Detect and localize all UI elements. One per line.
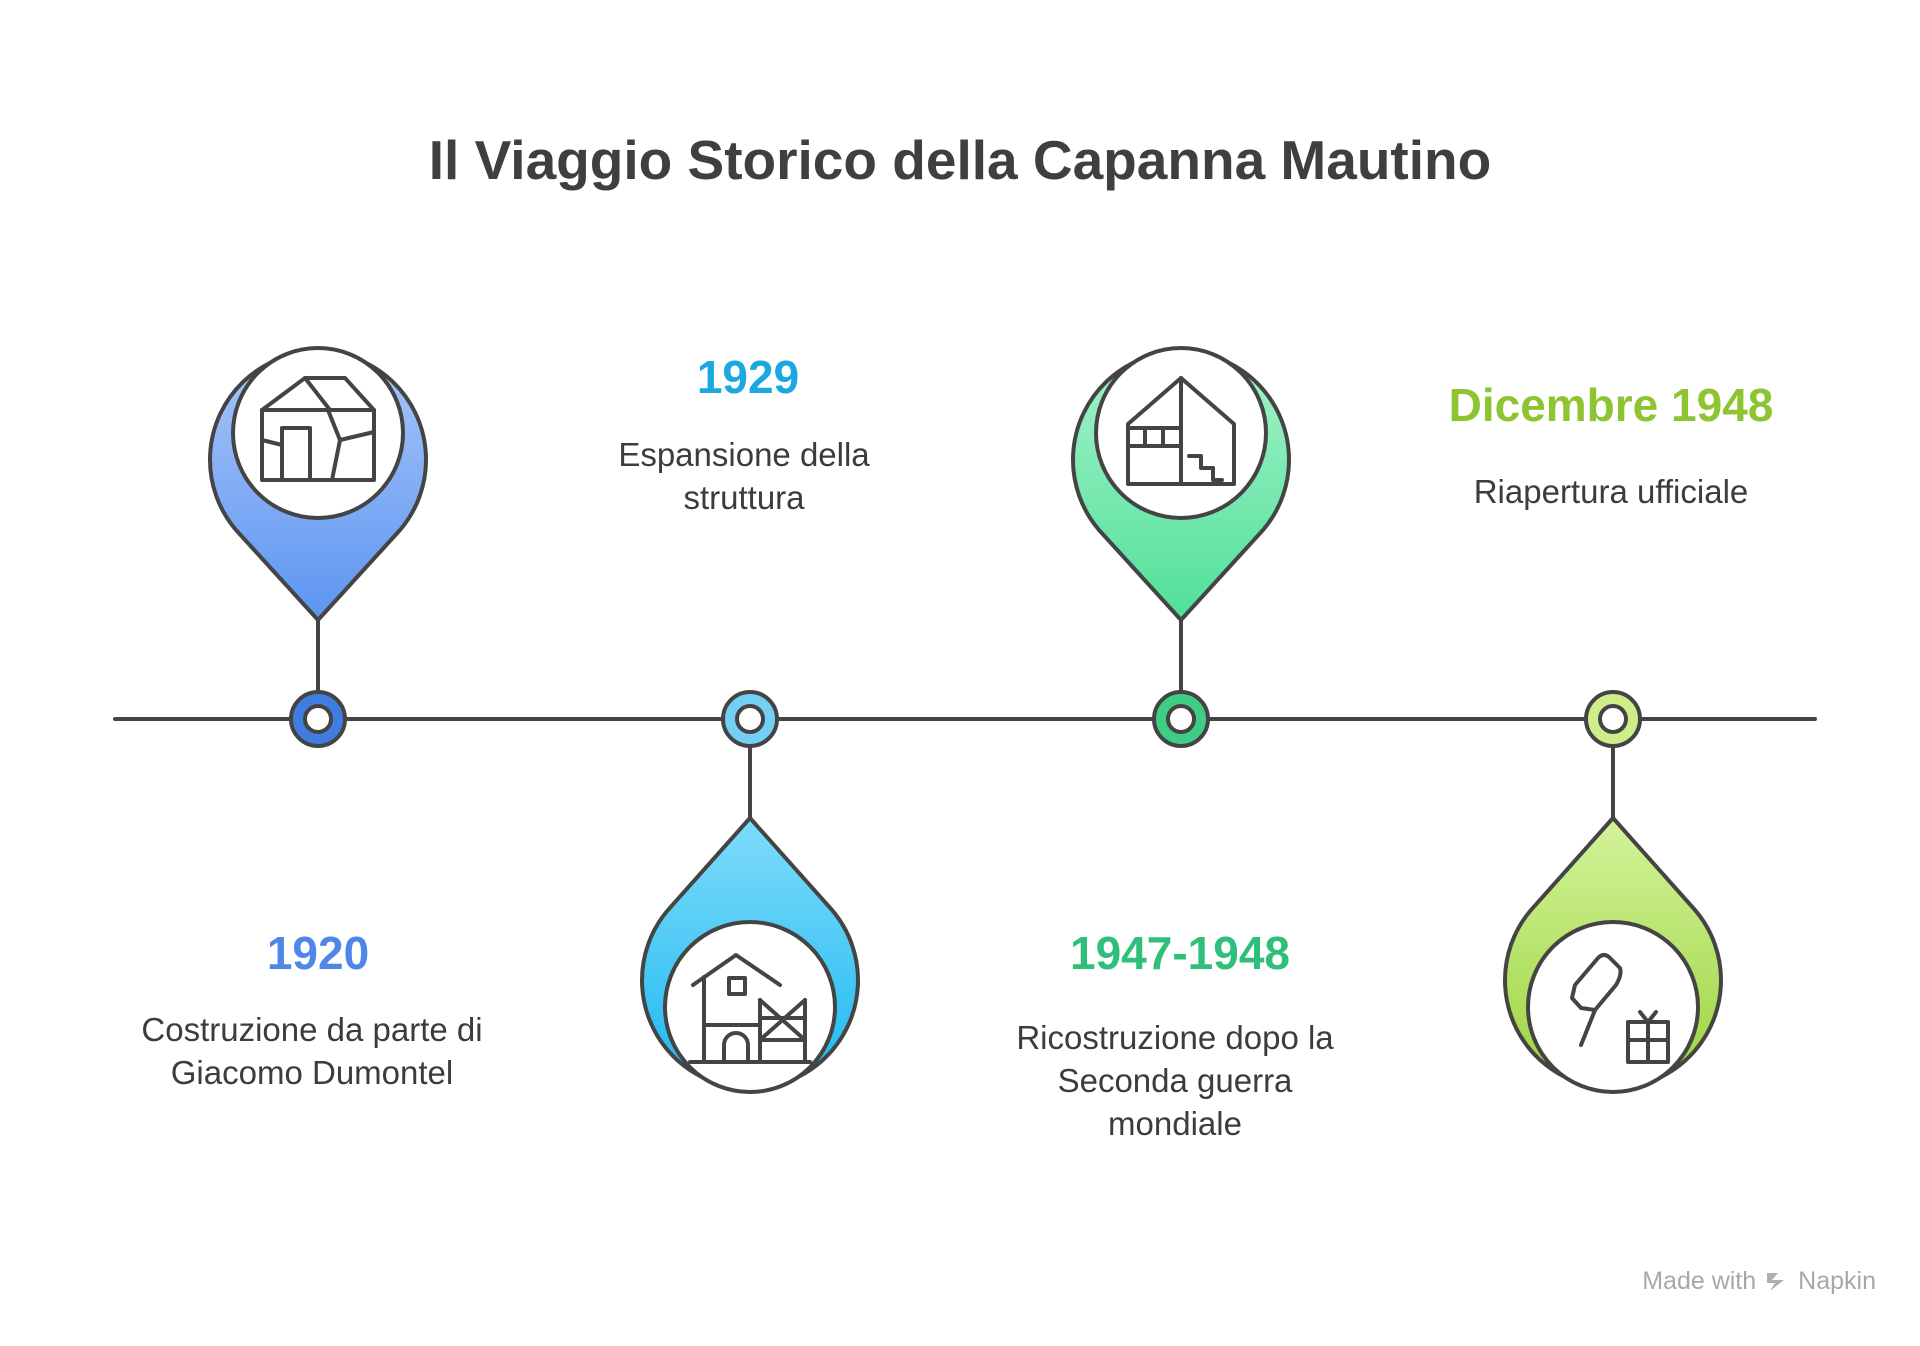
ribbon-gift-icon (1570, 953, 1670, 1064)
event-dicembre-1948-marker (1503, 690, 1723, 1094)
event-1947-1948-description: Ricostruzione dopo la Seconda guerra mon… (1016, 1019, 1334, 1142)
napkin-logo-icon (1767, 1272, 1785, 1291)
house-rebuild-icon (1126, 376, 1236, 486)
event-dicembre-1948-description: Riapertura ufficiale (1473, 473, 1749, 510)
event-1947-1948-year: 1947-1948 (1070, 927, 1290, 979)
house-scaffolding-icon (688, 953, 812, 1064)
event-1947-1948-marker (1071, 346, 1291, 748)
event-1920-year: 1920 (266, 927, 370, 979)
event-1920-marker (208, 346, 428, 748)
event-1920-description: Costruzione da parte di Giacomo Dumontel (141, 1011, 483, 1091)
event-dicembre-1948-year: Dicembre 1948 (1448, 379, 1774, 431)
watermark-prefix: Made with (1642, 1267, 1757, 1295)
cracked-house-icon (260, 376, 376, 482)
event-1929-description: Espansione della struttura (618, 436, 870, 516)
diagram-title: Il Viaggio Storico della Capanna Mautino (428, 129, 1492, 191)
event-1929-marker (640, 690, 860, 1094)
event-1929-year: 1929 (696, 351, 800, 403)
watermark: Made with Napkin (1642, 1267, 1876, 1296)
watermark-brand: Napkin (1798, 1267, 1876, 1295)
